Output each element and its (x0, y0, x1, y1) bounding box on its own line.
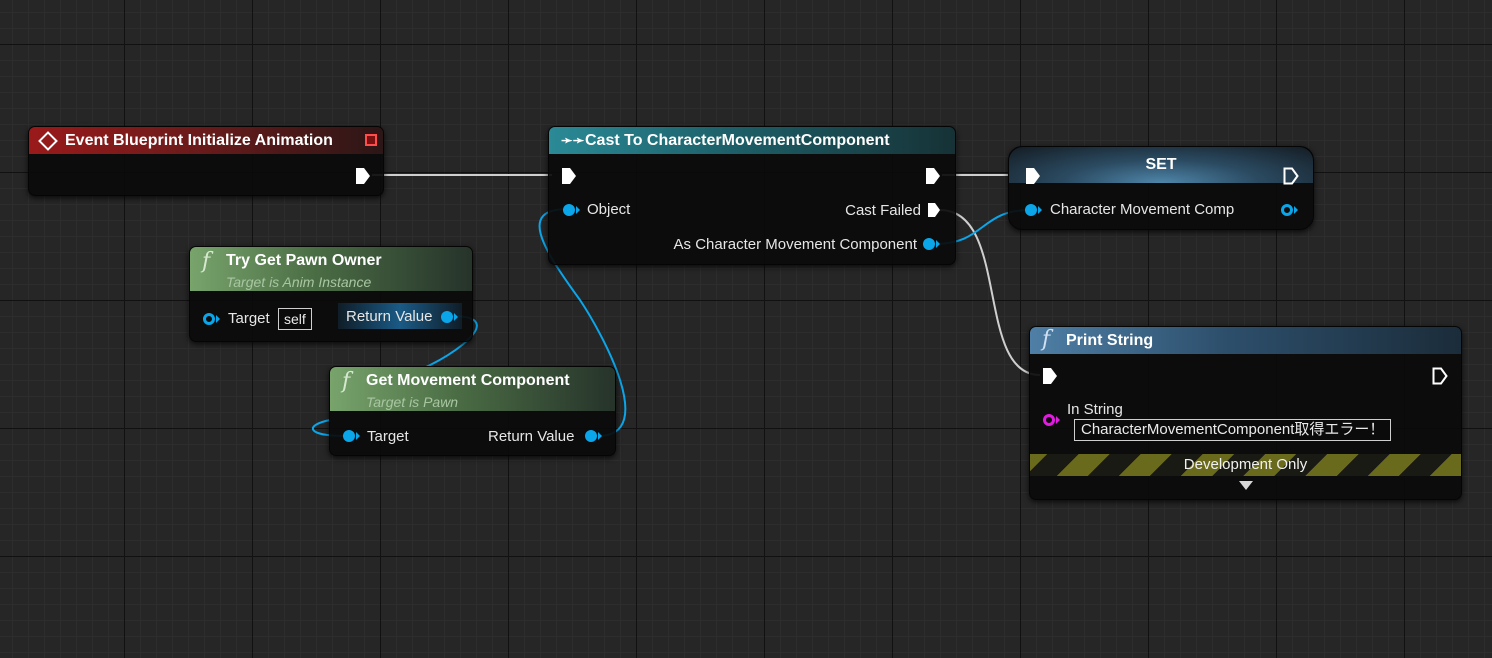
print-in-string-arrow (1056, 416, 1060, 424)
function-f-icon: f (1042, 327, 1051, 352)
print-exec-in-pin[interactable] (1042, 367, 1058, 385)
expand-triangle-icon[interactable] (1239, 481, 1253, 490)
try-get-pawn-header[interactable]: f Try Get Pawn Owner Target is Anim Inst… (190, 247, 472, 291)
set-exec-in-pin[interactable] (1025, 167, 1041, 185)
set-header[interactable]: SET (1009, 147, 1313, 183)
development-only-bar: Development Only (1030, 454, 1461, 476)
cast-failed-exec-pin[interactable] (927, 202, 941, 218)
cast-arrows-icon: ➛➛ (561, 132, 585, 148)
try-get-pawn-node[interactable]: f Try Get Pawn Owner Target is Anim Inst… (189, 246, 473, 342)
try-get-pawn-return-label: Return Value (346, 308, 433, 325)
set-var-in-arrow (1038, 206, 1042, 214)
print-string-title: Print String (1066, 332, 1154, 349)
development-only-label: Development Only (1183, 456, 1308, 473)
cast-object-label: Object (587, 201, 631, 218)
cast-as-component-pin-arrow (936, 240, 940, 248)
try-get-pawn-subtitle: Target is Anim Instance (226, 274, 372, 290)
get-movement-header[interactable]: f Get Movement Component Target is Pawn (330, 367, 615, 411)
print-in-string-input[interactable]: CharacterMovementComponent取得エラー！ (1074, 419, 1392, 441)
cast-title: Cast To CharacterMovementComponent (585, 132, 890, 149)
set-title: SET (1145, 156, 1177, 173)
get-movement-title: Get Movement Component (366, 372, 570, 389)
set-var-label: Character Movement Comp (1050, 201, 1235, 218)
set-var-out-pin[interactable] (1281, 204, 1293, 216)
cast-object-pin[interactable] (563, 204, 575, 216)
exec-out-pin[interactable] (355, 167, 371, 185)
event-init-header[interactable]: Event Blueprint Initialize Animation (29, 127, 383, 154)
function-f-icon: f (202, 249, 211, 274)
get-movement-target-pin[interactable] (343, 430, 355, 442)
try-get-pawn-title: Try Get Pawn Owner (226, 252, 382, 269)
set-node[interactable]: SET Character Movement Comp (1008, 146, 1314, 230)
print-exec-out-pin[interactable] (1432, 367, 1448, 385)
cast-header[interactable]: ➛➛ Cast To CharacterMovementComponent (549, 127, 955, 154)
get-movement-return-pin[interactable] (585, 430, 597, 442)
try-get-pawn-return-arrow (454, 313, 458, 321)
cast-exec-out-pin[interactable] (925, 167, 941, 185)
get-movement-return-arrow (598, 432, 602, 440)
try-get-pawn-return-pin[interactable] (441, 311, 453, 323)
stop-square-icon (365, 134, 377, 146)
try-get-pawn-target-pin[interactable] (203, 313, 215, 325)
print-in-string-label: In String (1067, 401, 1123, 418)
try-get-pawn-target-self-input[interactable]: self (278, 308, 312, 330)
data-wire-getmovement-to-cast[interactable] (538, 208, 627, 437)
try-get-pawn-target-arrow (216, 315, 220, 323)
get-movement-target-label: Target (367, 428, 409, 445)
cast-object-pin-arrow (576, 206, 580, 214)
get-movement-node[interactable]: f Get Movement Component Target is Pawn … (329, 366, 616, 456)
cast-as-component-pin[interactable] (923, 238, 935, 250)
exec-wire-castfailed-to-print[interactable] (939, 209, 1041, 376)
cast-failed-label: Cast Failed (845, 202, 921, 219)
cast-exec-in-pin[interactable] (561, 167, 577, 185)
print-string-node[interactable]: f Print String In String CharacterMoveme… (1029, 326, 1462, 500)
function-f-icon: f (342, 369, 351, 394)
cast-as-component-label: As Character Movement Component (673, 236, 917, 253)
event-init-node[interactable]: Event Blueprint Initialize Animation (28, 126, 384, 196)
get-movement-return-label: Return Value (488, 428, 575, 445)
set-var-in-pin[interactable] (1025, 204, 1037, 216)
event-diamond-icon (38, 131, 58, 151)
get-movement-target-arrow (356, 432, 360, 440)
try-get-pawn-target-label: Target (228, 310, 270, 327)
set-exec-out-pin[interactable] (1283, 167, 1299, 185)
print-string-header[interactable]: f Print String (1030, 327, 1461, 354)
print-in-string-pin[interactable] (1043, 414, 1055, 426)
set-var-out-arrow (1294, 206, 1298, 214)
cast-node[interactable]: ➛➛ Cast To CharacterMovementComponent Ob… (548, 126, 956, 265)
get-movement-subtitle: Target is Pawn (366, 394, 459, 410)
event-init-title: Event Blueprint Initialize Animation (65, 132, 333, 149)
